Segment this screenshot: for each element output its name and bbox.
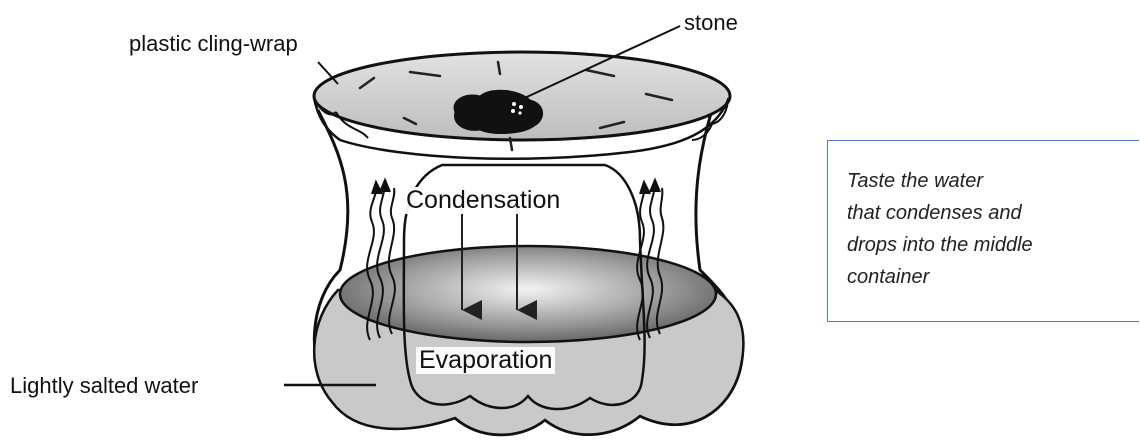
note-line-3: drops into the middle xyxy=(847,235,1033,255)
stone-label: stone xyxy=(684,12,738,34)
water-surface xyxy=(340,246,716,342)
cling-wrap-label: plastic cling-wrap xyxy=(129,33,298,55)
evaporation-label: Evaporation xyxy=(416,347,555,374)
salted-water-label: Lightly salted water xyxy=(10,375,198,397)
instruction-note: Taste the water that condenses and drops… xyxy=(827,140,1139,322)
note-line-2: that condenses and xyxy=(847,203,1022,223)
note-line-1: Taste the water xyxy=(847,171,983,191)
note-line-4: container xyxy=(847,267,929,287)
condensation-label: Condensation xyxy=(403,187,563,214)
